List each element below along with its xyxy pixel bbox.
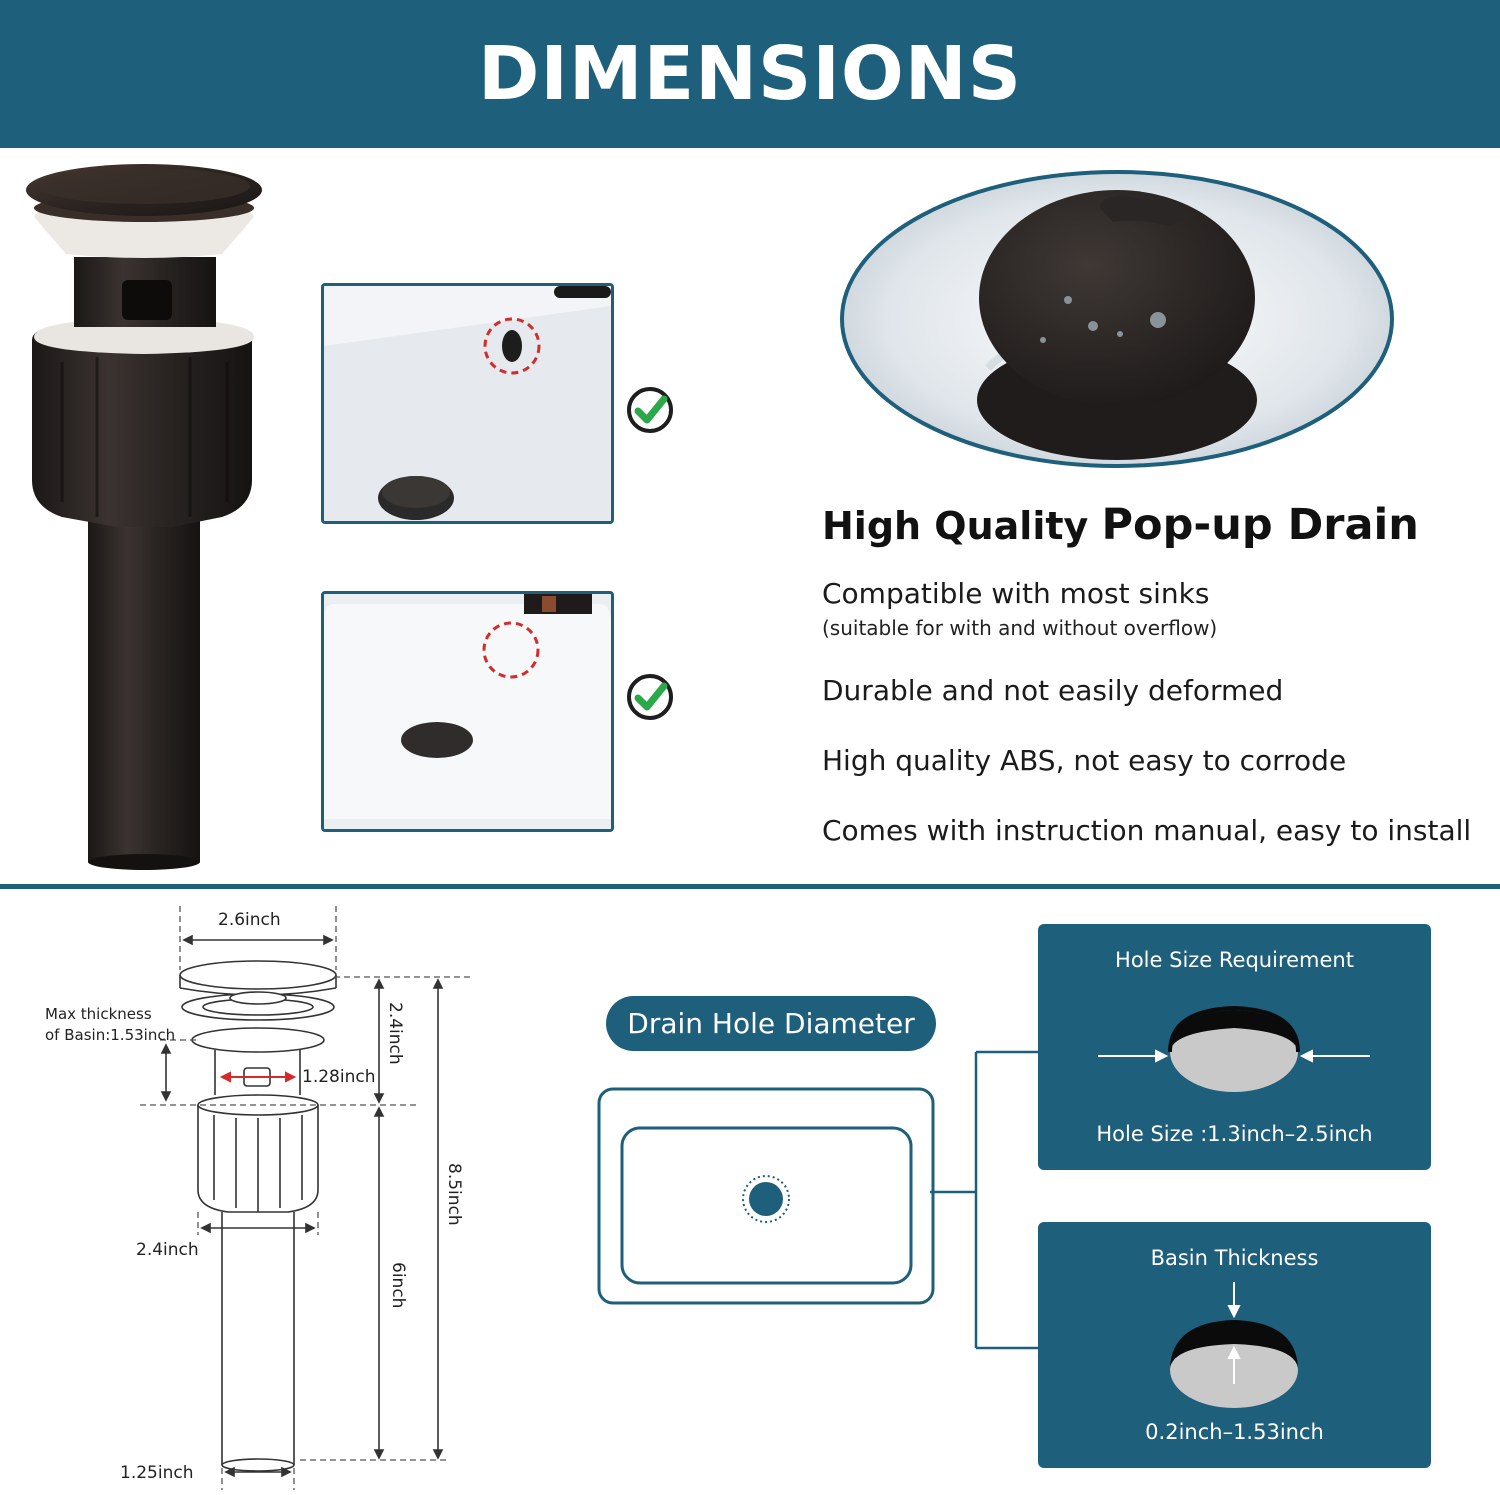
sink-without-overflow-photo xyxy=(321,591,614,832)
dim-basin-thickness-line1: Max thickness xyxy=(45,1005,152,1023)
dim-cap-width: 2.6inch xyxy=(218,910,281,930)
feature-heading: High Quality Pop-up Drain xyxy=(822,500,1419,550)
basin-thickness-card: Basin Thickness 0.2inch–1.53inch xyxy=(1038,1222,1431,1468)
sink-top-view-diagram xyxy=(597,1087,935,1305)
dim-lower-height: 6inch xyxy=(388,1262,408,1309)
dim-basin-thickness-line2: of Basin:1.53inch xyxy=(45,1026,176,1044)
dimension-diagram: 2.6inch Max thickness of Basin:1.53inch … xyxy=(0,890,560,1495)
sink-with-overflow-photo xyxy=(321,283,614,524)
drain-product-image xyxy=(26,164,262,870)
basin-thickness-value: 0.2inch–1.53inch xyxy=(1145,1420,1324,1444)
dim-body-width: 1.28inch xyxy=(302,1067,376,1087)
drain-hole-diameter-label: Drain Hole Diameter xyxy=(606,996,936,1051)
hole-size-value: Hole Size :1.3inch–2.5inch xyxy=(1096,1122,1373,1146)
drain-hole-diameter-text: Drain Hole Diameter xyxy=(627,1007,915,1040)
header-banner: DIMENSIONS xyxy=(0,0,1500,148)
dim-collar-width: 2.4inch xyxy=(136,1240,199,1260)
section-divider xyxy=(0,884,1500,889)
hole-size-title: Hole Size Requirement xyxy=(1115,948,1354,972)
dim-upper-height: 2.4inch xyxy=(385,1002,405,1065)
dim-total-height: 8.5inch xyxy=(444,1163,464,1226)
feature-item: Compatible with most sinks xyxy=(822,577,1210,610)
basin-thickness-illustration xyxy=(1170,1282,1298,1408)
basin-thickness-title: Basin Thickness xyxy=(1150,1246,1319,1270)
drain-closeup-photo xyxy=(840,170,1394,468)
dim-pipe-width: 1.25inch xyxy=(120,1463,194,1483)
connector-lines xyxy=(930,1050,1042,1350)
feature-item: Durable and not easily deformed xyxy=(822,674,1284,707)
feature-heading-part2: Pop-up Drain xyxy=(1101,500,1419,550)
feature-item: Comes with instruction manual, easy to i… xyxy=(822,814,1472,847)
drain-line-drawing xyxy=(140,906,470,1490)
feature-heading-part1: High Quality xyxy=(822,504,1102,548)
hole-size-card: Hole Size Requirement Hole Size :1.3inch… xyxy=(1038,924,1431,1170)
hole-size-illustration xyxy=(1098,1005,1370,1092)
check-icon xyxy=(627,674,673,720)
check-icon xyxy=(627,387,673,433)
feature-note: (suitable for with and without overflow) xyxy=(822,616,1218,640)
feature-item: High quality ABS, not easy to corrode xyxy=(822,744,1347,777)
page-title: DIMENSIONS xyxy=(477,31,1023,117)
